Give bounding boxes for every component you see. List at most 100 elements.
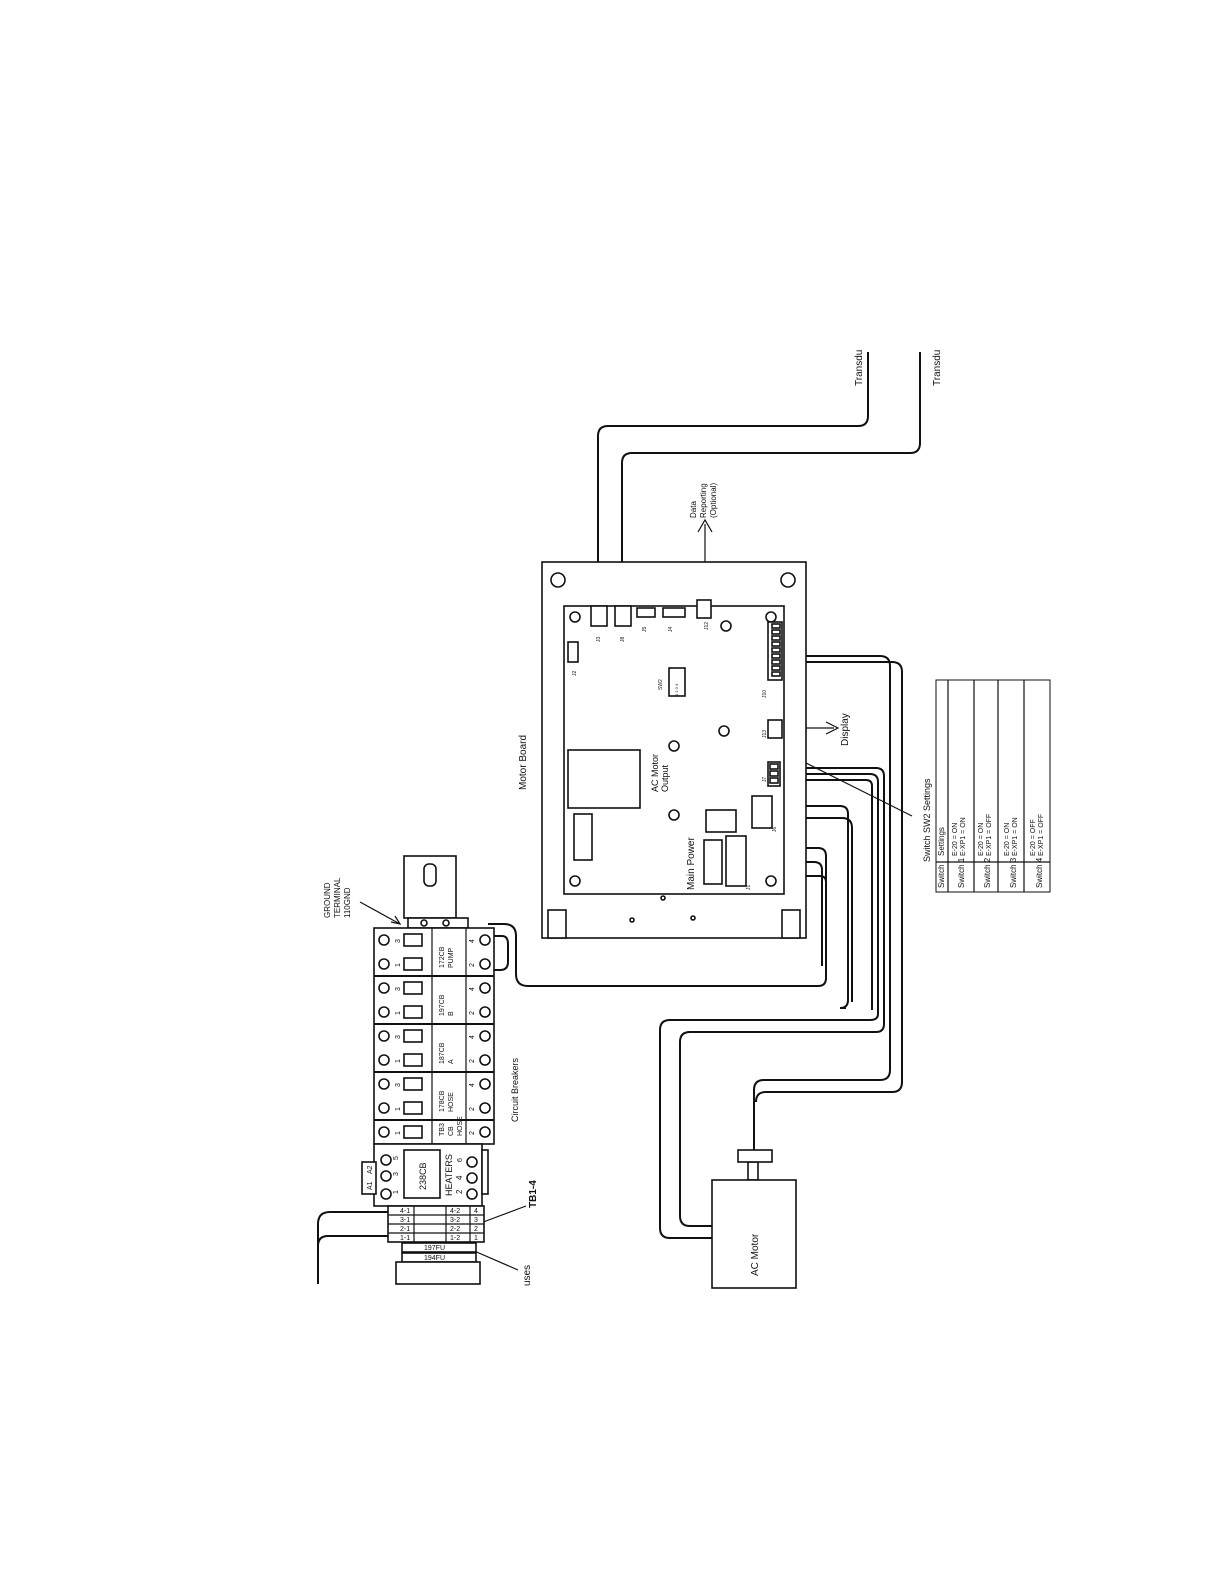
contactor-pin-1: 1 xyxy=(393,1190,400,1194)
breaker-name: CB xyxy=(448,1126,455,1136)
j1-label: J1 xyxy=(746,885,752,891)
j3-jack xyxy=(590,605,608,627)
tb1-right-terminal: 4-2 xyxy=(450,1208,460,1215)
breaker-name: PUMP xyxy=(448,947,455,968)
motor-board-label: Motor Board xyxy=(518,735,529,790)
breaker-line-terminal xyxy=(378,1054,390,1066)
table-switch-cell: Switch 2 xyxy=(983,857,992,888)
ground-terminal xyxy=(407,917,469,929)
breaker-top-pin: 1 xyxy=(395,1011,402,1015)
j2-header xyxy=(567,641,579,663)
contactor-face xyxy=(403,1149,441,1199)
ground-screw xyxy=(420,919,428,927)
j10-label: J10 xyxy=(762,690,768,698)
sw2-settings-table xyxy=(935,679,1051,893)
fuse-194fu-label: 194FU xyxy=(424,1255,445,1262)
wire-j10-a xyxy=(753,655,891,1150)
contactor-terminal xyxy=(380,1188,392,1200)
j10-pin xyxy=(771,641,781,647)
motor-conduit xyxy=(747,1161,759,1181)
fuse-197fu-label: 197FU xyxy=(424,1245,445,1252)
ac-motor-output-label: AC Motor xyxy=(650,754,660,792)
breaker-top-pin: 3 xyxy=(395,939,402,943)
j10-pin xyxy=(771,653,781,659)
j4-label: J4 xyxy=(668,627,674,633)
main-power-block xyxy=(703,839,723,885)
j8-label: J8 xyxy=(620,637,626,643)
contactor-name: 238CB xyxy=(418,1162,428,1190)
breaker-bottom-pin: 2 xyxy=(469,1059,476,1063)
j10-pin xyxy=(771,635,781,641)
contactor-terminal xyxy=(380,1170,392,1182)
j13-label: J13 xyxy=(762,730,768,738)
ac-motor-assembly xyxy=(711,1149,797,1289)
table-settings-cell: E-20 = ON xyxy=(978,823,985,856)
j5-header xyxy=(636,607,656,618)
contactor-a2: A2 xyxy=(367,1165,374,1174)
breaker-bottom-pin: 2 xyxy=(469,1107,476,1111)
table-header-settings: Settings xyxy=(937,827,946,856)
ground-terminal-label: TERMINAL xyxy=(333,877,342,918)
arrow-display xyxy=(825,721,840,735)
breaker-bottom-pin: 4 xyxy=(469,987,476,991)
plate-hole-2 xyxy=(780,572,796,588)
j6-label: J6 xyxy=(772,827,778,833)
breaker-load-terminal xyxy=(479,958,491,970)
j12-label: J12 xyxy=(704,622,710,630)
breaker-load-terminal xyxy=(479,1006,491,1018)
fuse-197fu xyxy=(401,1242,477,1253)
circuit-breakers-label: Circuit Breakers xyxy=(510,1057,520,1122)
contactor-pin-6: 6 xyxy=(457,1158,464,1162)
breaker-line-terminal xyxy=(378,1078,390,1090)
plate-slot-left xyxy=(547,909,567,939)
breaker-name: 187CB xyxy=(439,1042,446,1064)
contactor-coil xyxy=(361,1161,377,1195)
contactor-pin-5: 5 xyxy=(393,1156,400,1160)
switch-sw2-settings-label: Switch SW2 Settings xyxy=(922,778,932,862)
contactor-load-terminal xyxy=(466,1188,478,1200)
data-reporting-label: Reporting xyxy=(699,483,708,518)
transformer xyxy=(567,749,641,809)
wire-transducer-1 xyxy=(597,352,869,606)
plate-hole-5 xyxy=(660,895,666,901)
j10-pin xyxy=(771,629,781,635)
j6-connector xyxy=(751,795,773,829)
arrow-data-reporting xyxy=(697,518,713,533)
breaker-top-pin: 1 xyxy=(395,1107,402,1111)
breaker-bottom-pin: 2 xyxy=(469,1131,476,1135)
j10-pin xyxy=(771,623,781,629)
fuse-holders xyxy=(395,1261,481,1285)
table-switch-cell: Switch 3 xyxy=(1009,857,1018,888)
j5-label: J5 xyxy=(642,627,648,633)
table-settings-cell: E-20 = ON xyxy=(1004,823,1011,856)
wire-transducer-2 xyxy=(621,352,921,606)
pcb-screw-3 xyxy=(569,875,581,887)
breaker-top-pin: 1 xyxy=(395,963,402,967)
contactor-load-terminal xyxy=(466,1172,478,1184)
component-top xyxy=(705,809,737,833)
breaker-name: A xyxy=(448,1059,455,1064)
table-settings-cell: E-XP1 = ON xyxy=(1012,817,1019,856)
arrow-ground-head xyxy=(390,915,402,925)
sw2-pins-label: 1 2 3 4 xyxy=(674,683,679,696)
breaker-switch xyxy=(403,1005,423,1019)
j3-label: J3 xyxy=(596,637,602,643)
j10-pin xyxy=(771,647,781,653)
main-power-label: Main Power xyxy=(686,837,697,890)
wire-j10-b xyxy=(755,661,903,1103)
plate-hole-1 xyxy=(550,572,566,588)
plate-hole-3 xyxy=(629,917,635,923)
tb1-right-terminal: 3-2 xyxy=(450,1217,460,1224)
wire-j1-3 xyxy=(746,875,827,976)
j10-pin xyxy=(771,659,781,665)
j10-pin xyxy=(771,665,781,671)
breaker-top-pin: 1 xyxy=(395,1131,402,1135)
labels: Transdu Transdu Motor Board Display Main… xyxy=(367,350,943,1286)
heaters-pin-2: 2 xyxy=(455,1189,464,1194)
j7-pin xyxy=(769,770,779,777)
j2-label: J2 xyxy=(572,671,578,677)
breaker-line-terminal xyxy=(378,1006,390,1018)
j13-header xyxy=(767,719,783,739)
j7-pin xyxy=(769,763,779,770)
